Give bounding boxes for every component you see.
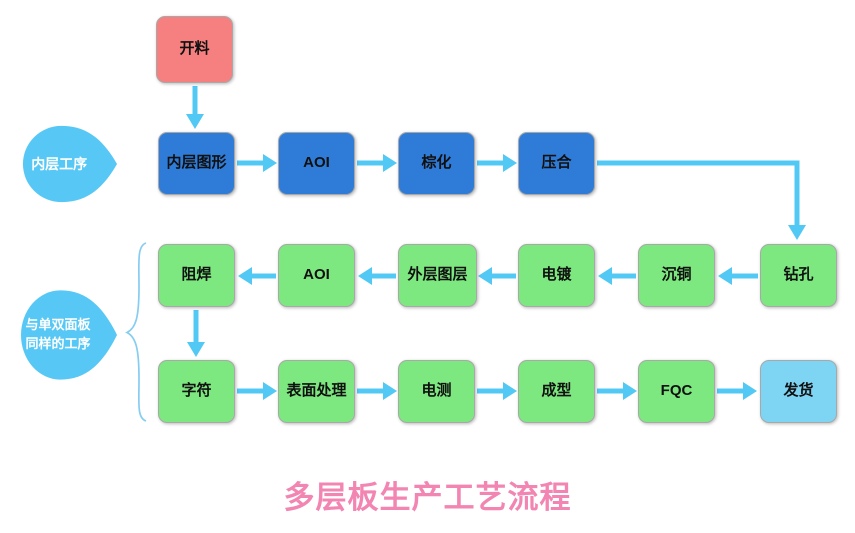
- label-bubble-same-process: 与单双面板 同样的工序: [18, 287, 118, 383]
- arrow-etest-to-forming: [477, 382, 517, 400]
- arrow-browning-to-lamination: [477, 154, 517, 172]
- diagram-title: 多层板生产工艺流程: [283, 480, 572, 515]
- arrow-fqc-to-shipping: [717, 382, 757, 400]
- node-inner-pattern: 内层图形: [158, 132, 235, 195]
- same-process-label-line2: 同样的工序: [25, 336, 91, 351]
- arrow-copper-to-plating: [598, 267, 636, 285]
- label-bubble-inner-process: 内层工序: [20, 123, 118, 205]
- arrow-inner-pattern-to-aoi1: [237, 154, 277, 172]
- arrow-outer-pattern-to-aoi2: [358, 267, 396, 285]
- arrow-forming-to-fqc: [597, 382, 637, 400]
- node-plating: 电镀: [518, 244, 595, 307]
- node-aoi2: AOI: [278, 244, 355, 307]
- arrow-surface-finish-to-etest: [357, 382, 397, 400]
- node-browning: 棕化: [398, 132, 475, 195]
- arrow-cut-to-inner-pattern: [186, 86, 204, 129]
- arrow-plating-to-outer-pattern: [478, 267, 516, 285]
- node-solder-mask: 阻焊: [158, 244, 235, 307]
- same-process-label-line1: 与单双面板: [25, 317, 91, 333]
- arrow-drilling-to-copper: [718, 267, 758, 285]
- inner-process-label: 内层工序: [31, 155, 88, 172]
- node-silkscreen: 字符: [158, 360, 235, 423]
- node-aoi1: AOI: [278, 132, 355, 195]
- node-drilling: 钻孔: [760, 244, 837, 307]
- node-surface-finish: 表面处理: [278, 360, 355, 423]
- node-copper-deposition: 沉铜: [638, 244, 715, 307]
- arrow-solder-mask-to-silkscreen: [187, 310, 205, 357]
- teardrop-shape: [21, 290, 117, 380]
- node-outer-pattern: 外层图层: [398, 244, 477, 307]
- teardrop-shape: [22, 125, 118, 203]
- arrow-aoi2-to-solder-mask: [238, 267, 276, 285]
- arrow-silkscreen-to-surface-finish: [237, 382, 277, 400]
- arrow-aoi1-to-browning: [357, 154, 397, 172]
- node-fqc: FQC: [638, 360, 715, 423]
- brace-same-process: [125, 242, 147, 422]
- node-shipping: 发货: [760, 360, 837, 423]
- node-cut: 开料: [156, 16, 233, 83]
- arrow-lamination-to-drilling: [597, 160, 806, 240]
- node-electrical-test: 电测: [398, 360, 475, 423]
- node-lamination: 压合: [518, 132, 595, 195]
- node-forming: 成型: [518, 360, 595, 423]
